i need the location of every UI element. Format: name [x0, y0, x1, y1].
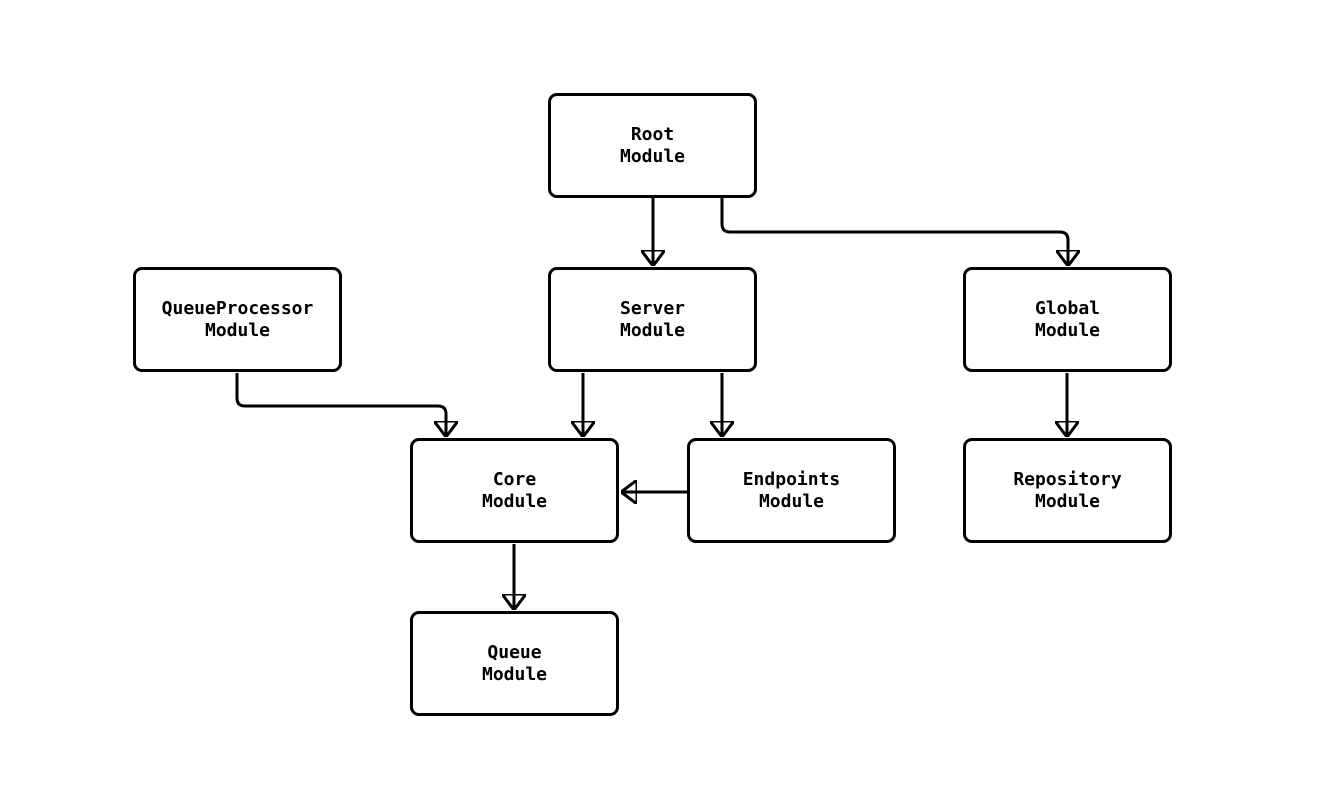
node-root-module: Root Module	[548, 93, 757, 198]
node-queue-module: Queue Module	[410, 611, 619, 716]
node-repository-module: Repository Module	[963, 438, 1172, 543]
node-server-module-label: Server Module	[619, 297, 686, 341]
node-endpoints-module-label: Endpoints Module	[742, 468, 841, 512]
node-server-module: Server Module	[548, 267, 757, 372]
node-queueprocessor-module-label: QueueProcessor Module	[161, 297, 314, 341]
node-queue-module-label: Queue Module	[481, 641, 548, 685]
node-endpoints-module: Endpoints Module	[687, 438, 896, 543]
node-core-module: Core Module	[410, 438, 619, 543]
edge-queueprocessor-core	[235, 373, 446, 436]
node-root-module-label: Root Module	[619, 123, 686, 167]
node-queueprocessor-module: QueueProcessor Module	[133, 267, 342, 372]
edge-root-global	[720, 198, 1068, 265]
node-global-module: Global Module	[963, 267, 1172, 372]
node-core-module-label: Core Module	[481, 468, 548, 512]
node-repository-module-label: Repository Module	[1013, 468, 1122, 512]
node-global-module-label: Global Module	[1034, 297, 1101, 341]
